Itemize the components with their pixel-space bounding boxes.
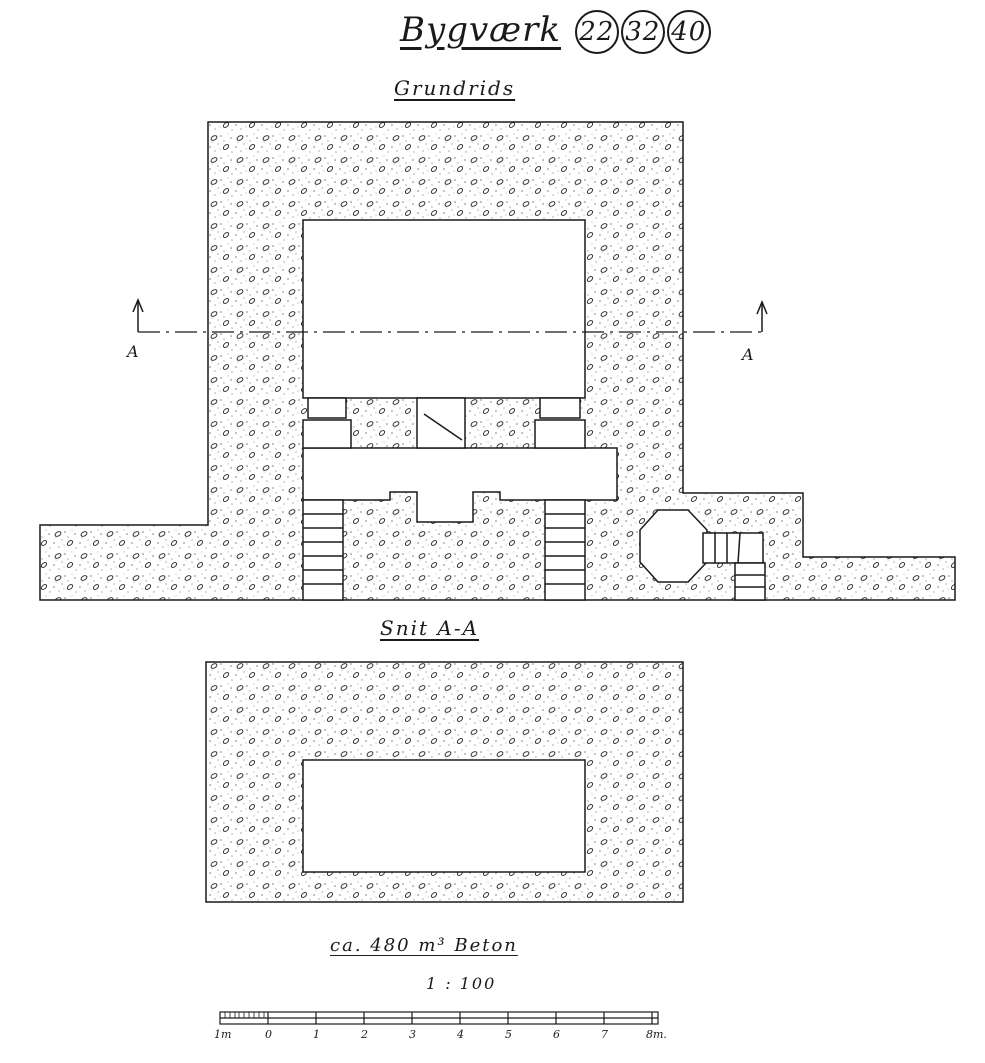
- octagon-turret: [639, 509, 708, 583]
- section-marker-left: A: [127, 342, 139, 361]
- section-heading: Snit A-A: [380, 616, 480, 640]
- stair-left: [302, 499, 344, 601]
- stair-turret: [702, 532, 766, 601]
- stair-right: [544, 499, 586, 601]
- cell-right-mid: [534, 419, 586, 449]
- main-chamber: [302, 219, 586, 399]
- cell-center: [416, 397, 466, 449]
- scale-label-8m: 8m.: [646, 1028, 667, 1041]
- scale-label-4: 4: [457, 1028, 464, 1041]
- title-word: Bygværk: [400, 10, 561, 50]
- cell-left-mid: [302, 419, 352, 449]
- section-chamber: [302, 759, 586, 873]
- volume-note: ca. 480 m³ Beton: [330, 935, 518, 956]
- scale-label-1m: 1m: [214, 1028, 232, 1041]
- floor-plan: [39, 121, 956, 601]
- cell-left-top: [307, 397, 347, 419]
- title-number-1: 22: [574, 10, 619, 54]
- scale-label-5: 5: [505, 1028, 512, 1041]
- scale-label-0: 0: [265, 1028, 272, 1041]
- scale-bar: [219, 1011, 659, 1025]
- scale-label-3: 3: [409, 1028, 416, 1041]
- plan-heading: Grundrids: [394, 76, 516, 100]
- scale-label-6: 6: [553, 1028, 560, 1041]
- door-swing: [423, 413, 463, 441]
- title-number-2: 32: [620, 10, 665, 54]
- scale-label-1: 1: [313, 1028, 320, 1041]
- scale-label-2: 2: [361, 1028, 368, 1041]
- passage: [302, 447, 618, 523]
- section-marker-right: A: [742, 345, 754, 364]
- scale-ratio: 1 : 100: [426, 974, 497, 993]
- scale-label-7: 7: [601, 1028, 608, 1041]
- cell-right-top: [539, 397, 581, 419]
- title-number-3: 40: [666, 10, 711, 54]
- section-drawing: [205, 661, 684, 903]
